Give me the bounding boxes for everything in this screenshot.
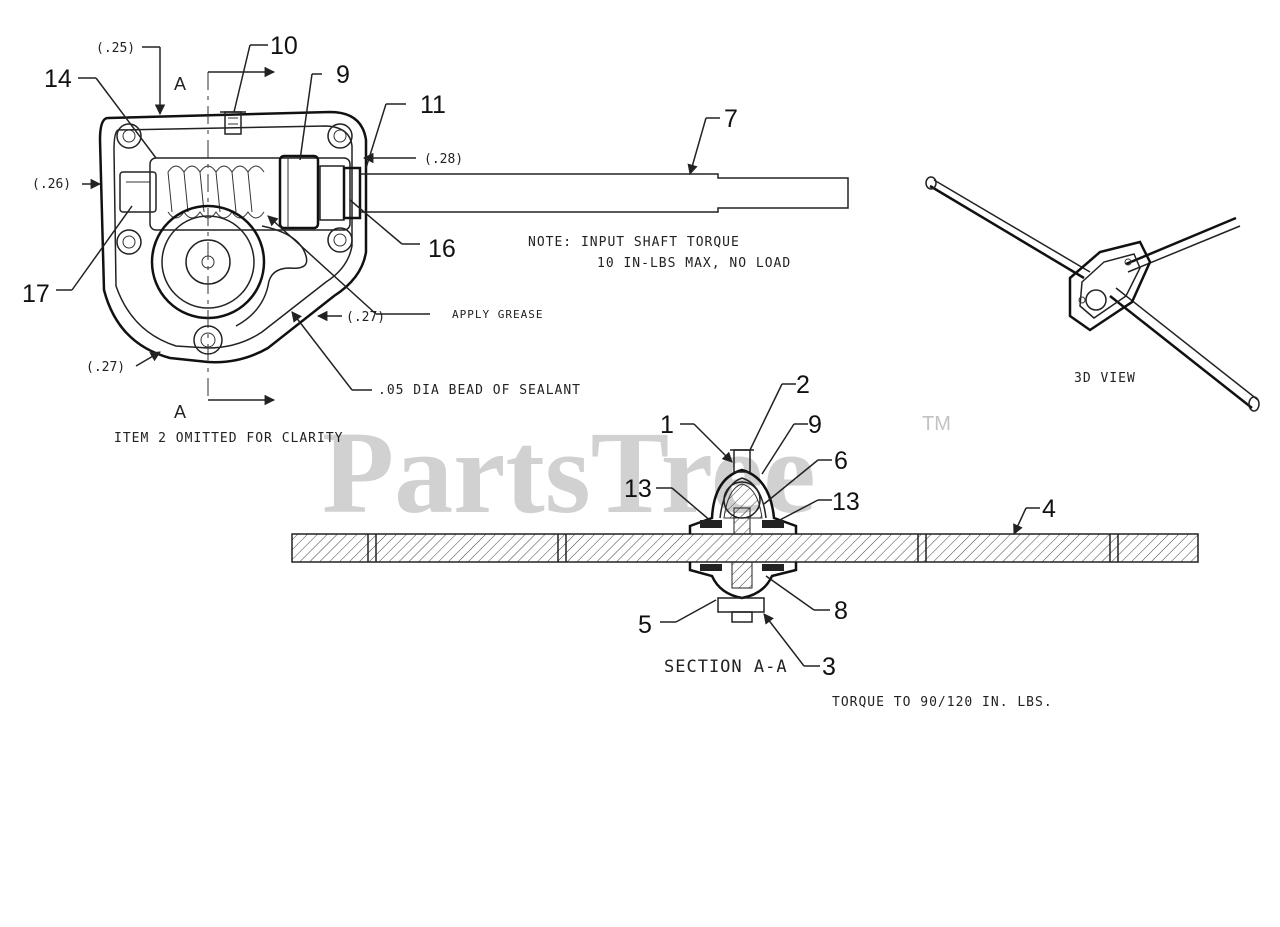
gearbox-3d-view xyxy=(925,176,1260,412)
note-item-omitted: ITEM 2 OMITTED FOR CLARITY xyxy=(114,431,344,446)
note-torque-spec: TORQUE TO 90/120 IN. LBS. xyxy=(832,695,1053,710)
callout-10: 10 xyxy=(270,32,298,60)
dim-026: (.26) xyxy=(32,177,71,192)
callout-14: 14 xyxy=(44,65,72,93)
dim-028: (.28) xyxy=(424,152,463,167)
note-sealant: .05 DIA BEAD OF SEALANT xyxy=(378,383,581,398)
callout-13-right: 13 xyxy=(832,488,860,516)
callout-17: 17 xyxy=(22,280,50,308)
callout-13-left: 13 xyxy=(624,475,652,503)
leader-lines-section xyxy=(656,383,1040,667)
dim-025: (.25) xyxy=(96,41,135,56)
section-a-a-view xyxy=(291,449,1199,623)
watermark-trademark: TM xyxy=(922,413,951,435)
callout-8: 8 xyxy=(834,597,848,625)
dim-027-left: (.27) xyxy=(86,360,125,375)
gearbox-front-view xyxy=(98,66,849,406)
callout-3: 3 xyxy=(822,653,836,681)
note-input-torque-2: 10 IN-LBS MAX, NO LOAD xyxy=(597,256,791,271)
callout-11: 11 xyxy=(420,91,446,119)
section-marker-top: A xyxy=(174,74,186,94)
section-title: SECTION A-A xyxy=(664,657,788,677)
dim-027-right: (.27) xyxy=(346,310,385,325)
callout-7: 7 xyxy=(724,105,738,133)
callout-1: 1 xyxy=(660,411,674,439)
callout-5: 5 xyxy=(638,611,652,639)
label-3d-view: 3D VIEW xyxy=(1074,371,1136,386)
callout-9-section: 9 xyxy=(808,411,822,439)
section-marker-bottom: A xyxy=(174,402,186,422)
callout-6: 6 xyxy=(834,447,848,475)
callout-4: 4 xyxy=(1042,495,1056,523)
callout-16: 16 xyxy=(428,235,456,263)
leader-lines-top xyxy=(56,44,720,391)
note-apply-grease: APPLY GREASE xyxy=(452,308,543,321)
callout-9-top: 9 xyxy=(336,61,350,89)
callout-2: 2 xyxy=(796,371,810,399)
worm-thread xyxy=(167,165,265,219)
note-input-torque-1: NOTE: INPUT SHAFT TORQUE xyxy=(528,235,740,250)
